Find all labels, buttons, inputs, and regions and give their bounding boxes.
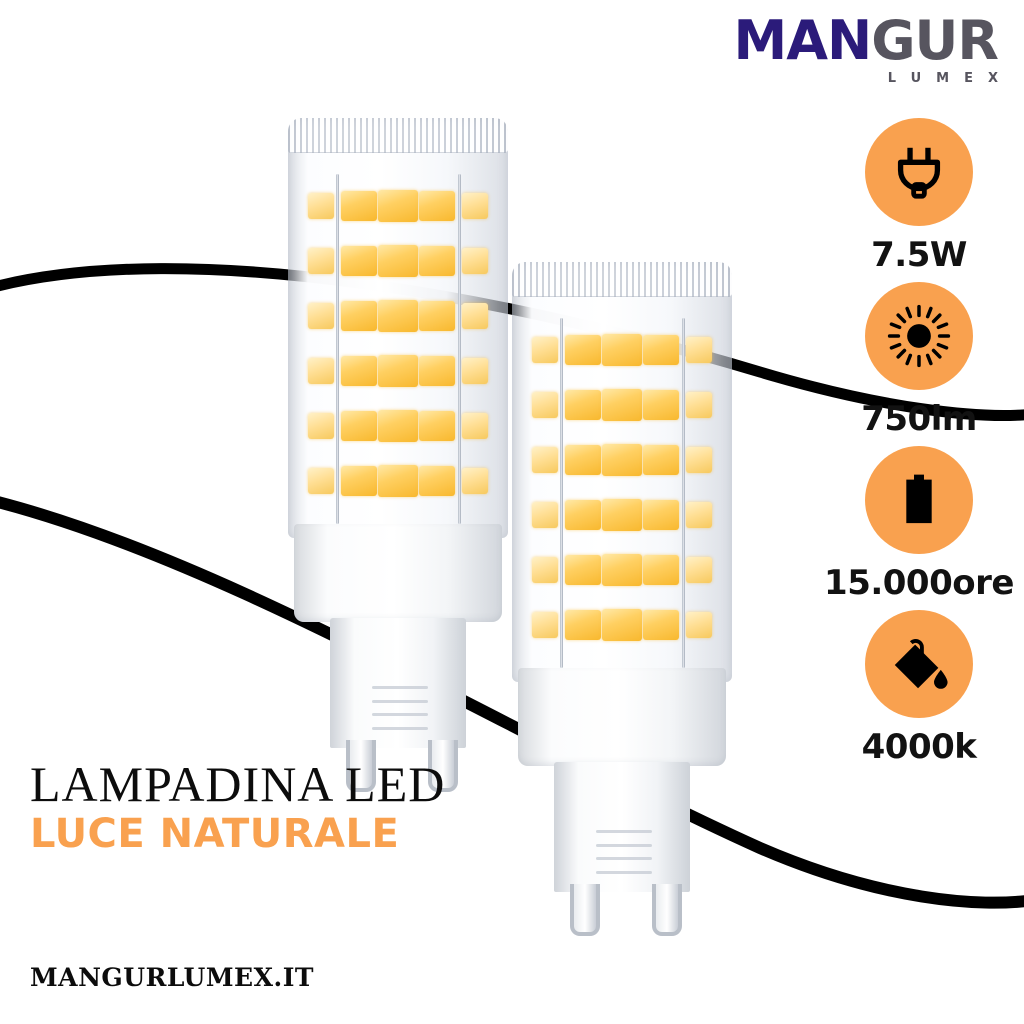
website-url: MANGURLUMEX.IT: [30, 963, 314, 992]
feature-badge-list: 7.5W: [814, 118, 1024, 774]
product-image-bulb-front: [288, 118, 508, 792]
bulb-base-stem-back: [554, 762, 690, 892]
led-chip-grid-front: [302, 178, 494, 508]
led-chip-grid-back: [526, 322, 718, 652]
bulb-wire-left-front: [336, 174, 339, 524]
bulb-base-stem-front: [330, 618, 466, 748]
bulb-base-vents-front: [372, 686, 428, 730]
bulb-wire-left-back: [560, 318, 563, 668]
feature-circle-colortemp: [865, 610, 973, 718]
brand-logo: MANGUR LUMEX: [734, 14, 999, 86]
power-plug-icon: [897, 147, 941, 199]
brand-wordmark-dark: MAN: [733, 9, 873, 72]
bulb-wire-right-front: [458, 174, 461, 524]
feature-label-lumens: 750lm: [861, 399, 977, 439]
bulb-pin-left-back: [570, 884, 600, 936]
feature-label-lifetime: 15.000ore: [824, 563, 1014, 603]
feature-label-colortemp: 4000k: [861, 727, 977, 767]
bulb-base-vents-back: [596, 830, 652, 874]
headline-primary: LAMPADINA LED: [30, 755, 446, 812]
bulb-pin-right-back: [652, 884, 682, 936]
bulb-wire-right-back: [682, 318, 685, 668]
bulb-ceramic-base-back: [518, 668, 726, 766]
feature-label-wattage: 7.5W: [871, 235, 967, 275]
sun-brightness-icon: [887, 304, 951, 368]
feature-badge-lumens: 750lm: [814, 282, 1024, 439]
product-image-bulb-back: [512, 262, 732, 936]
battery-icon: [906, 474, 932, 524]
headline-block: LAMPADINA LED LUCE NATURALE: [30, 755, 446, 857]
bulb-top-cap-front: [288, 118, 508, 153]
bulb-glass-tube-back: [512, 262, 732, 682]
feature-badge-wattage: 7.5W: [814, 118, 1024, 275]
brand-wordmark-grey: GUR: [871, 9, 999, 72]
headline-secondary: LUCE NATURALE: [30, 811, 400, 857]
feature-badge-colortemp: 4000k: [814, 610, 1024, 767]
bulb-glass-tube-front: [288, 118, 508, 538]
feature-badge-lifetime: 15.000ore: [814, 446, 1024, 603]
paint-bucket-icon: [894, 639, 948, 689]
brand-wordmark: MANGUR: [734, 14, 999, 68]
feature-circle-lifetime: [865, 446, 973, 554]
brand-subtitle: LUMEX: [887, 71, 1013, 86]
bulb-top-cap-back: [512, 262, 732, 297]
bulb-ceramic-base-front: [294, 524, 502, 622]
feature-circle-lumens: [865, 282, 973, 390]
feature-circle-wattage: [865, 118, 973, 226]
